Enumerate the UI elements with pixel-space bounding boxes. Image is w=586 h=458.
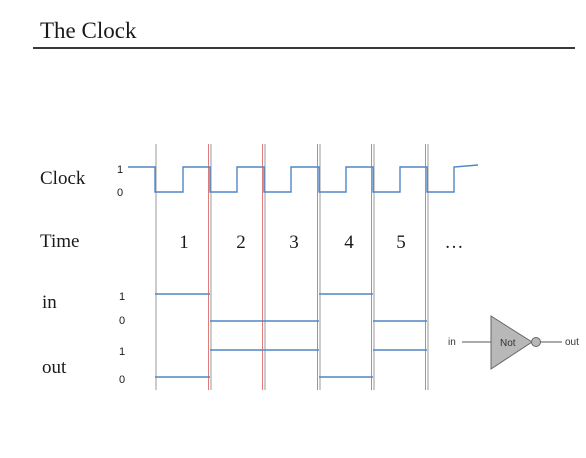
not-gate-diagram: in Not out [448,315,579,370]
cycle-markers [155,144,429,390]
in-low-level: 0 [119,315,125,327]
clock-high-level: 1 [117,164,123,176]
in-row-label: in [42,292,57,313]
time-row-label: Time [40,231,79,252]
title-underline [33,47,575,49]
clock-row-label: Clock [40,168,86,189]
out-waveform [155,349,427,378]
out-low-level: 0 [119,374,125,386]
time-step-label: 3 [289,232,299,253]
inversion-bubble [531,337,541,347]
time-step-label: 2 [236,232,246,253]
gate-label: Not [500,338,516,349]
out-high-level: 1 [119,346,125,358]
time-step-labels: 1 2 3 4 5 … [179,232,463,253]
time-step-label: 5 [396,232,406,253]
time-step-label: 4 [344,232,354,253]
in-waveform [155,293,427,322]
time-step-label: … [445,232,464,253]
out-row-label: out [42,357,67,378]
not-gate-triangle [490,315,533,370]
slide-title: The Clock [40,18,137,43]
clock-waveform [128,164,479,193]
gate-output-label: out [565,337,579,348]
in-high-level: 1 [119,291,125,303]
gate-input-label: in [448,337,456,348]
time-step-label: 1 [179,232,189,253]
clock-low-level: 0 [117,187,123,199]
